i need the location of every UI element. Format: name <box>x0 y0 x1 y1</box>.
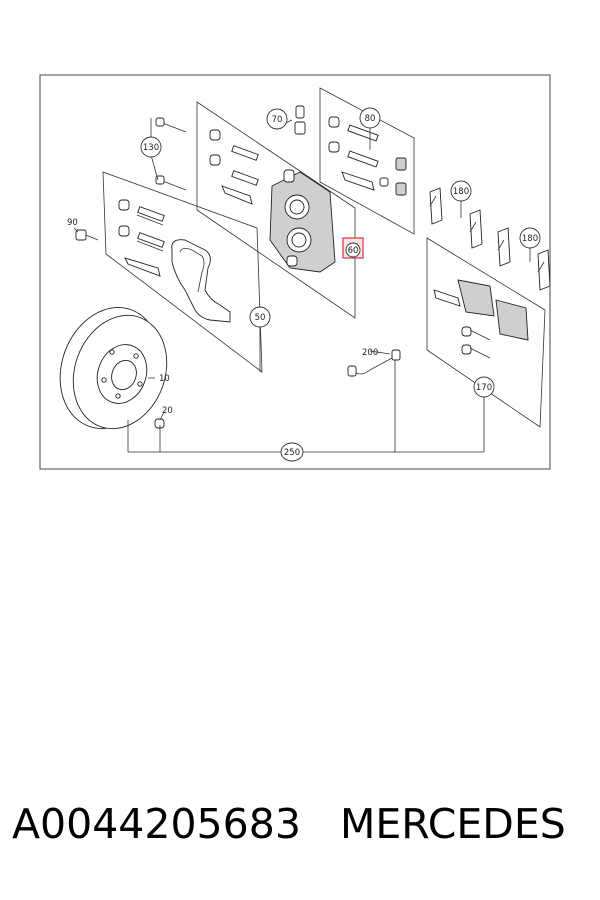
bolt-130 <box>155 117 187 191</box>
callout-180-second: 180 <box>519 227 541 249</box>
pad-hardware-180 <box>429 187 551 291</box>
callout-200: 200 <box>362 348 378 358</box>
panel-60-parts <box>209 129 336 273</box>
svg-text:20: 20 <box>162 406 173 416</box>
panel-80-parts <box>328 116 407 196</box>
panel-50-parts <box>118 199 231 323</box>
wear-sensor <box>347 349 401 377</box>
panel-80 <box>319 87 415 235</box>
part-number: A0044205683 <box>12 800 301 848</box>
disc-screw-20 <box>154 418 165 429</box>
callout-50: 50 <box>249 306 271 328</box>
callout-250: 250 <box>280 442 304 462</box>
callout-170: 170 <box>473 376 495 398</box>
callout-10: 10 <box>159 374 170 384</box>
brake-disc <box>59 307 168 430</box>
callout-80: 80 <box>359 107 381 129</box>
footer-part-info: A0044205683 MERCEDES <box>12 800 592 848</box>
svg-text:80: 80 <box>365 114 376 124</box>
svg-text:180: 180 <box>522 234 538 244</box>
panel-170 <box>426 237 546 428</box>
svg-text:200: 200 <box>362 348 378 358</box>
callout-60: 60 <box>348 246 359 256</box>
svg-text:50: 50 <box>255 313 266 323</box>
panel-60 <box>196 101 356 319</box>
svg-text:130: 130 <box>143 143 159 153</box>
panel-50 <box>102 171 263 373</box>
brand-name: MERCEDES <box>340 800 566 848</box>
svg-text:70: 70 <box>272 115 283 125</box>
svg-text:10: 10 <box>159 374 170 384</box>
svg-text:250: 250 <box>284 448 300 458</box>
panel-170-parts <box>433 279 529 359</box>
callout-130: 130 <box>140 136 162 158</box>
svg-text:180: 180 <box>453 187 469 197</box>
callout-70: 70 <box>266 108 288 130</box>
callout-90: 90 <box>67 218 78 228</box>
footer-spacer <box>301 800 340 848</box>
bolt-90 <box>75 229 99 241</box>
svg-text:170: 170 <box>476 383 492 393</box>
callout-20: 20 <box>162 406 173 416</box>
svg-text:90: 90 <box>67 218 78 228</box>
callout-180-first: 180 <box>450 180 472 202</box>
bleeder-70 <box>294 105 306 135</box>
